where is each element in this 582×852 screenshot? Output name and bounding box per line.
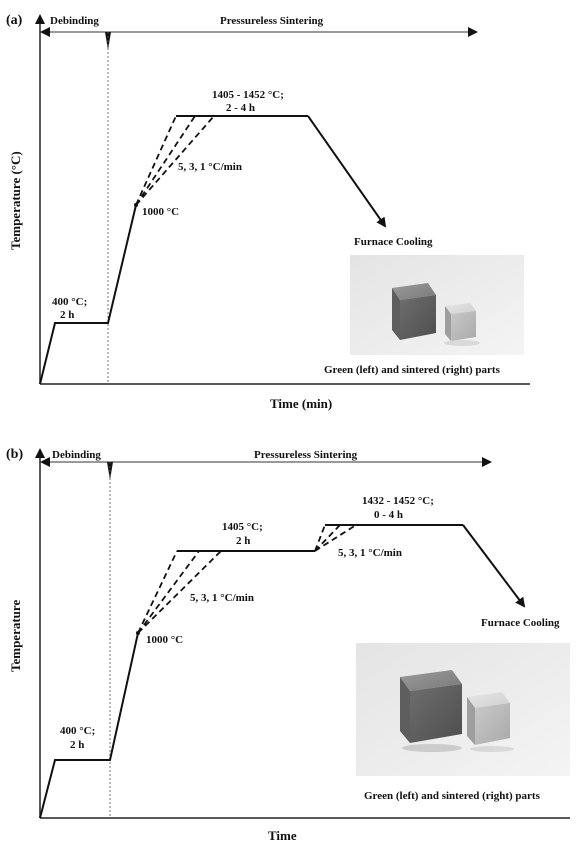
panel-a-caption: Green (left) and sintered (right) parts — [324, 364, 501, 376]
panel-b-x-label: Time — [268, 828, 297, 843]
panel-b-y-label: Temperature — [8, 600, 23, 672]
panel-a-tag: (a) — [6, 13, 23, 28]
panel-b-cooling-label: Furnace Cooling — [481, 617, 560, 629]
panel-a-1000c-point — [134, 203, 138, 207]
panel-b-hold2-time: 2 h — [236, 535, 250, 547]
panel-b-hold1-temp: 400 °C; — [60, 725, 95, 737]
panel-a-ramp-curve — [39, 204, 137, 385]
panel-a-y-label: Temperature (°C) — [8, 151, 23, 250]
panel-a-cooling-arrow — [307, 115, 387, 228]
panel-b-hold2-temp: 1405 °C; — [222, 521, 263, 533]
panel-b-hold3-time: 0 - 4 h — [374, 509, 403, 521]
panel-b-ramp-curve — [39, 632, 139, 819]
panel-a-debinding-label: Debinding — [50, 15, 99, 27]
panel-b-caption: Green (left) and sintered (right) parts — [364, 790, 541, 802]
panel-b-rates2-label: 5, 3, 1 °C/min — [338, 547, 402, 559]
panel-b-1000c-point — [136, 631, 140, 635]
panel-a: (a) Debinding Pressureless Sintering Tem… — [6, 13, 530, 411]
panel-a-hold2-temp: 1405 - 1452 °C; — [212, 89, 284, 101]
panel-b-rate-lines-2 — [314, 524, 357, 552]
panel-b-parts-photo — [356, 643, 570, 776]
panel-a-cooling-label: Furnace Cooling — [354, 236, 433, 248]
panel-b-rates1-label: 5, 3, 1 °C/min — [190, 592, 254, 604]
panel-a-hold1-temp: 400 °C; — [52, 296, 87, 308]
panel-a-hold1-time: 2 h — [60, 309, 74, 321]
panel-a-x-label: Time (min) — [270, 396, 332, 411]
panel-b-debinding-label: Debinding — [52, 449, 101, 461]
panel-b-hold3-temp: 1432 - 1452 °C; — [362, 495, 434, 507]
panel-a-parts-photo — [350, 255, 524, 355]
panel-a-sintering-label: Pressureless Sintering — [220, 15, 324, 27]
panel-b-hold1-time: 2 h — [70, 739, 84, 751]
panel-b-rate-lines-1 — [137, 550, 222, 634]
panel-b-cooling-arrow — [462, 524, 526, 608]
panel-b-sintering-label: Pressureless Sintering — [254, 449, 358, 461]
panel-b-point-label: 1000 °C — [146, 634, 183, 646]
panel-a-hold2-time: 2 - 4 h — [226, 102, 255, 114]
panel-b-tag: (b) — [6, 447, 23, 462]
panel-b: (b) Debinding Pressureless Sintering Tem… — [6, 447, 570, 843]
panel-a-rates-label: 5, 3, 1 °C/min — [178, 161, 242, 173]
panel-a-point-label: 1000 °C — [142, 206, 179, 218]
panel-a-rate-lines — [135, 115, 215, 206]
